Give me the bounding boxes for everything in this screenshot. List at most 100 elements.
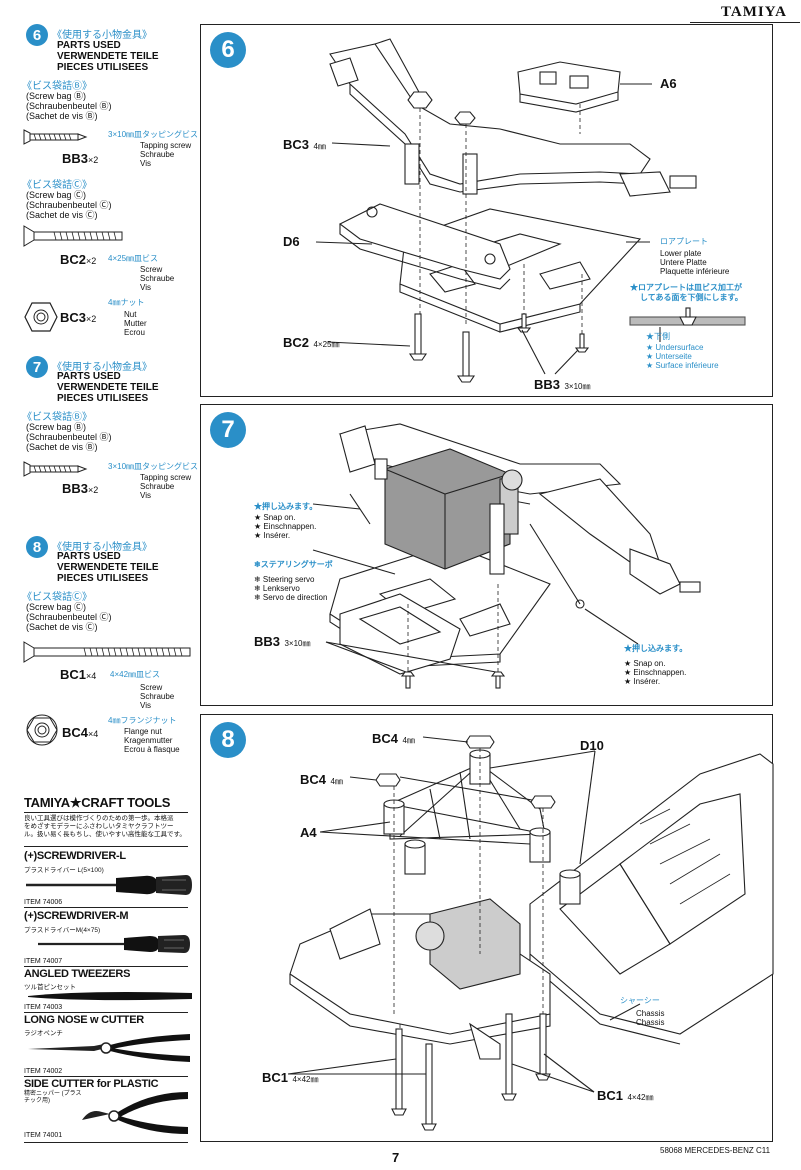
- step8-bc4-en: Flange nut: [124, 727, 162, 736]
- step6-bc3-en: Nut: [124, 310, 137, 319]
- step6-bb3-size: 3×10㎜皿タッピングビス: [108, 130, 199, 139]
- step6-bb3-en: Tapping screw: [140, 141, 192, 150]
- p6-label-a6: A6: [660, 76, 677, 91]
- p8-bc1-right-code: BC1: [597, 1088, 624, 1103]
- step8-bagC-en: (Screw bag Ⓒ): [26, 602, 87, 612]
- step7-bb3-qty: ×2: [88, 485, 99, 495]
- step6-bagB-de: (Schraubenbeutel Ⓑ): [26, 101, 112, 111]
- p8-chassis-de: Chassis: [636, 1018, 665, 1027]
- p8-label-a4: A4: [300, 825, 317, 840]
- tool4-rule: [24, 1012, 188, 1013]
- side-cutter-icon: [82, 1092, 188, 1134]
- tool1-item: ITEM 74006: [24, 899, 63, 906]
- tool2-name: (+)SCREWDRIVER-M: [24, 910, 129, 922]
- tool5-jp: 精密ニッパー (プラスチック用): [24, 1091, 82, 1104]
- p8-chassis-jp: シャーシー: [620, 996, 660, 1005]
- step7-bb3-fr: Vis: [140, 491, 151, 500]
- step8-bagC-jp: 《ビス袋詰Ⓒ》: [22, 592, 92, 603]
- step8-bagC-fr: (Sachet de vis Ⓒ): [26, 622, 98, 632]
- p7-snap2-en: ★ Snap on.: [624, 659, 666, 668]
- step6-parts-jp: 《使用する小物金具》: [52, 30, 152, 41]
- step7-parts-de: VERWENDETE TEILE: [57, 382, 159, 393]
- p8-bc1-left-size: 4×42㎜: [292, 1075, 319, 1084]
- step7-bb3-code: BB3: [62, 481, 89, 496]
- p7-snap-jp: ★押し込みます。: [254, 502, 318, 511]
- step6-parts-de: VERWENDETE TEILE: [57, 51, 159, 62]
- step6-bc3-fr: Ecrou: [124, 328, 145, 337]
- craft-desc-line2: をめざすモデラーにふさわしいタミヤクラフトツー: [24, 823, 174, 830]
- step8-parts-jp: 《使用する小物金具》: [52, 542, 152, 553]
- p7-snap2-jp: ★押し込みます。: [624, 644, 688, 653]
- p8-bc4-top-size: 4㎜: [402, 736, 415, 745]
- step8-bc1-code: BC1: [60, 667, 87, 682]
- craft-desc: 良い工具選びは模作づくりのための第一歩。本格派 をめざすモデラーにふさわしいタミ…: [24, 815, 186, 839]
- p7-servo-de: ❄ Lenkservo: [254, 584, 300, 593]
- step8-bc4-qty: ×4: [88, 729, 99, 739]
- p8-label-d10: D10: [580, 738, 604, 753]
- screwdriver-m-icon: [38, 935, 190, 953]
- tweezers-icon: [28, 992, 192, 1001]
- brand-logo: TAMIYA: [720, 4, 787, 20]
- p7-bb3-size: 3×10㎜: [284, 639, 311, 648]
- step8-badge: 8: [26, 536, 48, 558]
- bc1-screw-icon: [23, 641, 191, 663]
- step8-bagC-de: (Schraubenbeutel Ⓒ): [26, 612, 112, 622]
- step7-bb3-size: 3×10㎜皿タッピングビス: [108, 462, 199, 471]
- step6-bb3-qty: ×2: [88, 155, 99, 165]
- p8-chassis-en: Chassis: [636, 1009, 665, 1018]
- tool4-item: ITEM 74002: [24, 1068, 63, 1075]
- tool3-jp: ツル首ピンセット: [24, 984, 76, 991]
- step7-parts-jp: 《使用する小物金具》: [52, 362, 152, 373]
- p8-bc4-top-code: BC4: [372, 731, 399, 746]
- p6-under-de: ★ Unterseite: [646, 352, 692, 361]
- tool4-jp: ラジオペンチ: [24, 1030, 63, 1037]
- footer-kit-ref: 58068 MERCEDES-BENZ C11: [660, 1146, 771, 1155]
- step8-bc1-en: Screw: [140, 683, 163, 692]
- step6-bc3-size: 4㎜ナット: [108, 298, 145, 307]
- step6-bc2-fr: Vis: [140, 283, 151, 292]
- step8-bc1-fr: Vis: [140, 701, 151, 710]
- page-number: 7: [392, 1150, 400, 1165]
- step8-bc4-de: Kragenmutter: [124, 736, 173, 745]
- tool1-rule: [24, 846, 188, 847]
- p6-bc2-size: 4×25㎜: [313, 340, 340, 349]
- step6-bc2-qty: ×2: [86, 256, 97, 266]
- p6-label-bc2: BC2 4×25㎜: [283, 334, 340, 352]
- step6-parts-en: PARTS USED: [57, 40, 121, 51]
- step7-bagB-en: (Screw bag Ⓑ): [26, 422, 87, 432]
- tool2-item: ITEM 74007: [24, 958, 63, 965]
- step8-bc1-qty: ×4: [86, 671, 97, 681]
- step8-panel-badge: 8: [210, 722, 246, 758]
- tool1-jp: プラスドライバー L(5×100): [24, 867, 104, 874]
- step8-assembly-diagram: [287, 735, 774, 1131]
- tool4-name: LONG NOSE w CUTTER: [24, 1014, 144, 1026]
- step8-bc1-label: BC1×4: [60, 666, 96, 684]
- step6-bagB-jp: 《ビス袋詰Ⓑ》: [22, 81, 92, 92]
- step7-bagB-jp: 《ビス袋詰Ⓑ》: [22, 412, 92, 423]
- p6-bc3-code: BC3: [283, 137, 310, 152]
- tool5-item: ITEM 74001: [24, 1132, 63, 1139]
- tool3-rule: [24, 966, 188, 967]
- step6-bc3-code: BC3: [60, 310, 87, 325]
- tool3-name: ANGLED TWEEZERS: [24, 968, 131, 980]
- step6-bb3-label: BB3×2: [62, 150, 98, 168]
- tool5-name: SIDE CUTTER for PLASTIC: [24, 1078, 159, 1090]
- p6-note-jp1: ★ロアプレートは皿ビス加工が: [630, 283, 742, 292]
- p6-label-bb3: BB3 3×10㎜: [534, 376, 591, 394]
- p6-lower-plate-jp: ロアプレート: [660, 237, 708, 246]
- p8-label-bc1-left: BC1 4×42㎜: [262, 1069, 319, 1087]
- p6-bb3-code: BB3: [534, 377, 561, 392]
- step6-panel-badge: 6: [210, 32, 246, 68]
- step7-bagB-fr: (Sachet de vis Ⓑ): [26, 442, 98, 452]
- p6-under-en: ★ Undersurface: [646, 343, 704, 352]
- step6-bc2-code: BC2: [60, 252, 87, 267]
- step8-parts-de: VERWENDETE TEILE: [57, 562, 159, 573]
- p6-lower-plate-fr: Plaquette inférieure: [660, 267, 730, 276]
- step7-bb3-de: Schraube: [140, 482, 175, 491]
- craft-desc-line1: 良い工具選びは模作づくりのための第一歩。本格派: [24, 815, 174, 822]
- step6-bc2-en: Screw: [140, 265, 163, 274]
- header-rule: [690, 22, 800, 23]
- screwdriver-l-icon: [26, 875, 192, 895]
- step6-bagC-de: (Schraubenbeutel Ⓒ): [26, 200, 112, 210]
- tool5-rule: [24, 1076, 188, 1077]
